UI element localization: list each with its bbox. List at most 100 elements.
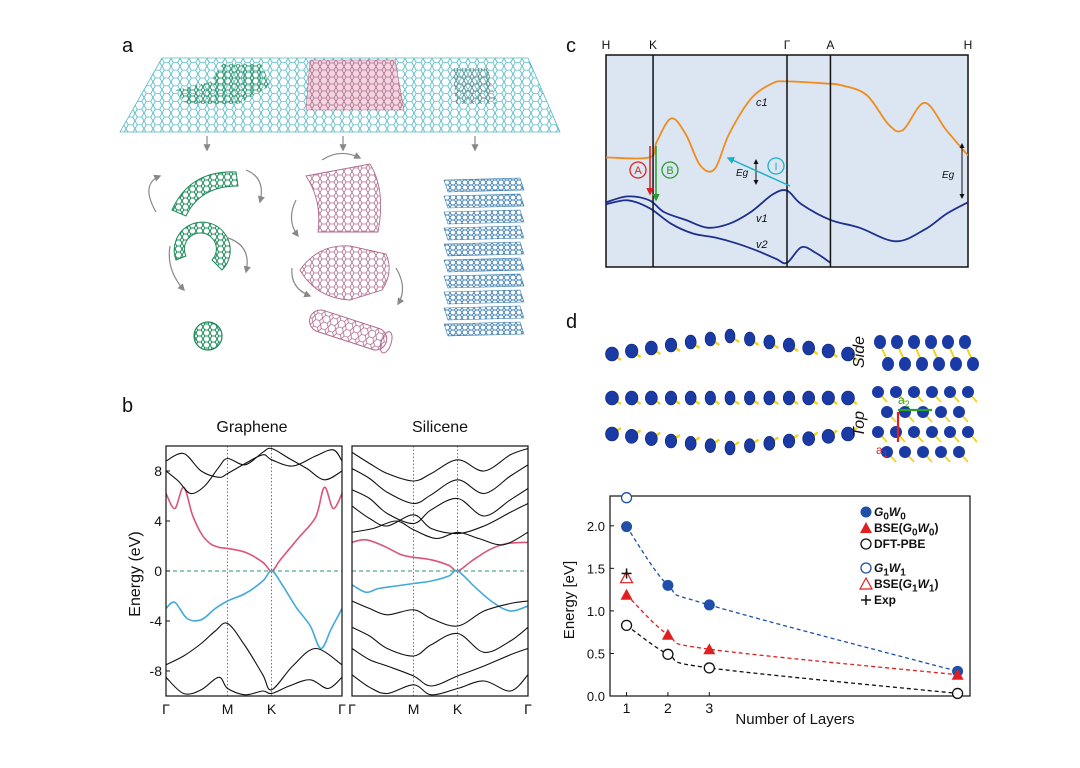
d-top-atom	[953, 406, 965, 418]
d-side-atom-bottom	[933, 357, 945, 371]
d-top-atom	[926, 426, 938, 438]
d-top-label: Top	[851, 411, 868, 437]
d-structure-perspective	[605, 328, 858, 456]
d-atom	[684, 390, 697, 406]
d-ytick-label: 1.0	[587, 604, 605, 619]
d-top-atom	[953, 446, 965, 458]
d-top-atom	[908, 386, 920, 398]
d-data-point	[661, 628, 674, 640]
d-side-atom-top	[891, 335, 903, 349]
d-series-line	[626, 526, 958, 672]
c-xtick-label: H	[964, 38, 973, 52]
d-atom	[841, 346, 855, 362]
c-marker-i-label: I	[774, 161, 777, 173]
b-graphene-plot-ytick-label: 0	[154, 563, 162, 579]
d-atom	[821, 343, 835, 359]
d-top-atom	[935, 406, 947, 418]
graphene-sheet-pink-patch-hex	[306, 60, 404, 110]
b-graphene-plot-band-other	[166, 622, 342, 691]
fullerene-half-sphere	[173, 221, 231, 271]
d-data-point	[620, 588, 633, 600]
d-side-atom-top	[942, 335, 954, 349]
d-atom	[724, 440, 736, 456]
d-atom	[744, 390, 756, 406]
curl-arrow-8	[395, 267, 405, 306]
b-graphene-plot-xtick-label: K	[267, 701, 277, 717]
panel-c-letter: c	[566, 35, 576, 57]
c-xtick-label: Γ	[784, 38, 791, 52]
c-transition-i-arrow	[726, 157, 791, 187]
d-atom	[645, 390, 658, 406]
d-legend-marker	[861, 595, 871, 605]
d-atom	[841, 390, 855, 406]
fullerene-curved-sheet	[171, 171, 239, 217]
d-top-atom	[890, 426, 902, 438]
graphene-sheet-green-patch	[176, 64, 270, 104]
c-xtick-label: A	[826, 38, 834, 52]
c-band-v2	[606, 199, 831, 265]
d-atom	[744, 331, 756, 347]
nanotube-rolling-sheet	[305, 163, 382, 233]
panel-b-letter: b	[122, 395, 133, 417]
d-atom	[684, 334, 697, 350]
d-frame	[609, 495, 971, 697]
d-legend-label: BSE(G0W0)	[874, 521, 939, 537]
b-graphene-plot-band-conduction	[166, 486, 342, 572]
d-series-line	[626, 594, 958, 676]
b-graphene-plot-xtick-label: Γ	[162, 701, 170, 717]
b-silicene-plot-band-other	[352, 503, 528, 535]
c-band-v1	[606, 189, 968, 243]
d-atom	[782, 337, 796, 353]
d-side-atom-bottom	[882, 357, 894, 371]
panel-a-letter: a	[122, 35, 134, 57]
d-top-atom	[944, 426, 956, 438]
d-legend-label: DFT-PBE	[874, 537, 926, 551]
d-legend-marker	[860, 562, 872, 574]
b-silicene-plot-xtick-label: M	[408, 701, 420, 717]
c-marker-b	[661, 161, 679, 179]
d-data-point	[703, 643, 716, 655]
graphene-sheet-dark-patch	[452, 68, 496, 104]
d-atom	[802, 431, 815, 446]
nanotube-half-rolled	[299, 245, 390, 301]
d-data-point	[621, 521, 633, 533]
d-atom	[763, 334, 776, 350]
d-data-point	[662, 579, 674, 591]
d-data-point	[703, 662, 715, 674]
c-label-c1: c1	[756, 97, 768, 109]
d-series-line	[626, 624, 958, 695]
d-a1-letter: a	[876, 443, 883, 457]
b-silicene-plot-band-other	[352, 600, 528, 627]
d-side-label: Side	[851, 336, 868, 368]
d-top-atom	[899, 446, 911, 458]
d-data-point	[620, 619, 633, 632]
b-graphene-plot-ytick-label: -4	[150, 613, 163, 629]
curl-arrow-2	[245, 169, 265, 204]
curl-arrow-7	[291, 267, 312, 298]
c-label-eg-right: Eg	[942, 170, 955, 181]
b-silicene-plot-bands	[352, 447, 528, 696]
d-data-point	[951, 687, 964, 700]
b-graphene-plot-band-other	[166, 447, 342, 495]
d-atom	[763, 436, 776, 451]
d-atom	[724, 390, 736, 406]
d-data-point	[620, 492, 633, 504]
d-atom	[704, 438, 716, 453]
curl-arrow-4	[227, 237, 251, 274]
d-ytick-label: 2.0	[587, 519, 605, 534]
d-side-atom-top	[908, 335, 920, 349]
d-atom	[605, 346, 619, 362]
d-atom	[625, 343, 639, 359]
nanotube-tube	[309, 309, 393, 354]
d-a1-subscript: 1	[883, 449, 888, 459]
d-ylabel: Energy [eV]	[561, 561, 578, 639]
b-graphene-plot-band-valence	[166, 570, 342, 650]
d-legend-label: BSE(G1W1)	[874, 577, 939, 593]
d-legend-label-box: G0W0	[874, 505, 906, 521]
d-legend-marker	[860, 538, 872, 550]
